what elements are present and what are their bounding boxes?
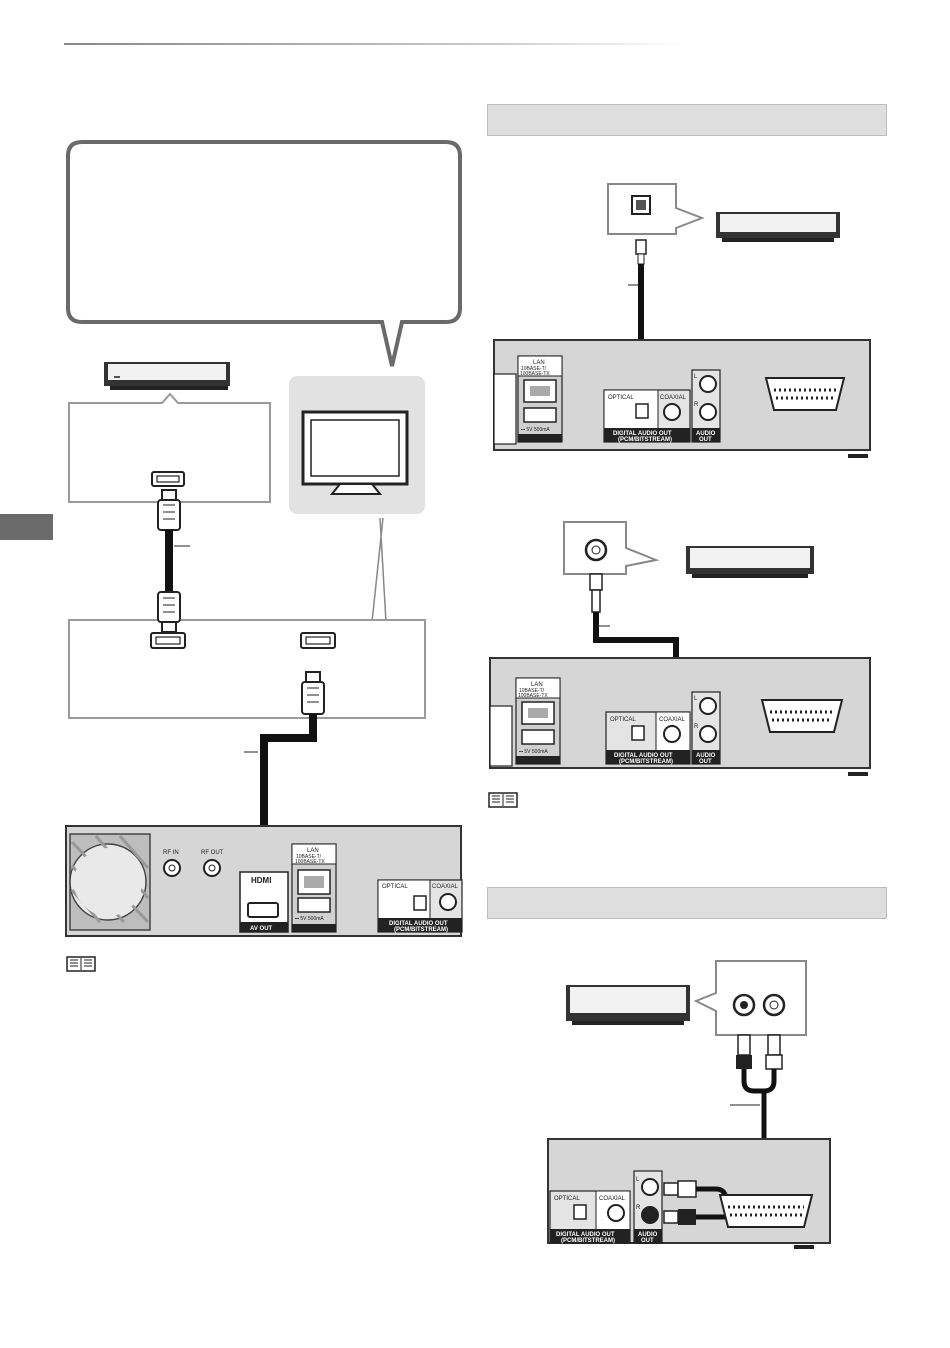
open-book-icon: [488, 792, 518, 808]
hdmi-connection-diagram: [65, 140, 463, 937]
open-book-icon: [66, 956, 96, 972]
tv-hdmi-port-1: [150, 632, 186, 649]
tv-device: [289, 376, 425, 514]
coaxial-connection-diagram: [489, 521, 871, 776]
optical-connection-diagram: [493, 183, 871, 458]
tv-callout-box: [68, 619, 426, 719]
hdmi-cable-amp-tv: [157, 489, 190, 633]
chapter-tab: [0, 514, 53, 540]
recorder-rear-panel-hdmi: [65, 825, 463, 937]
section-header-bar-2: [487, 887, 887, 919]
speech-balloon: [66, 140, 462, 367]
amplifier-device: [104, 362, 230, 390]
amplifier-callout-box: [68, 392, 271, 503]
analog-audio-connection-diagram: [547, 960, 831, 1249]
tv-hdmi-port-2: [300, 632, 336, 649]
amp-hdmi-port: [151, 471, 185, 487]
header-rule: [64, 43, 684, 45]
section-header-bar-1: [487, 104, 887, 136]
